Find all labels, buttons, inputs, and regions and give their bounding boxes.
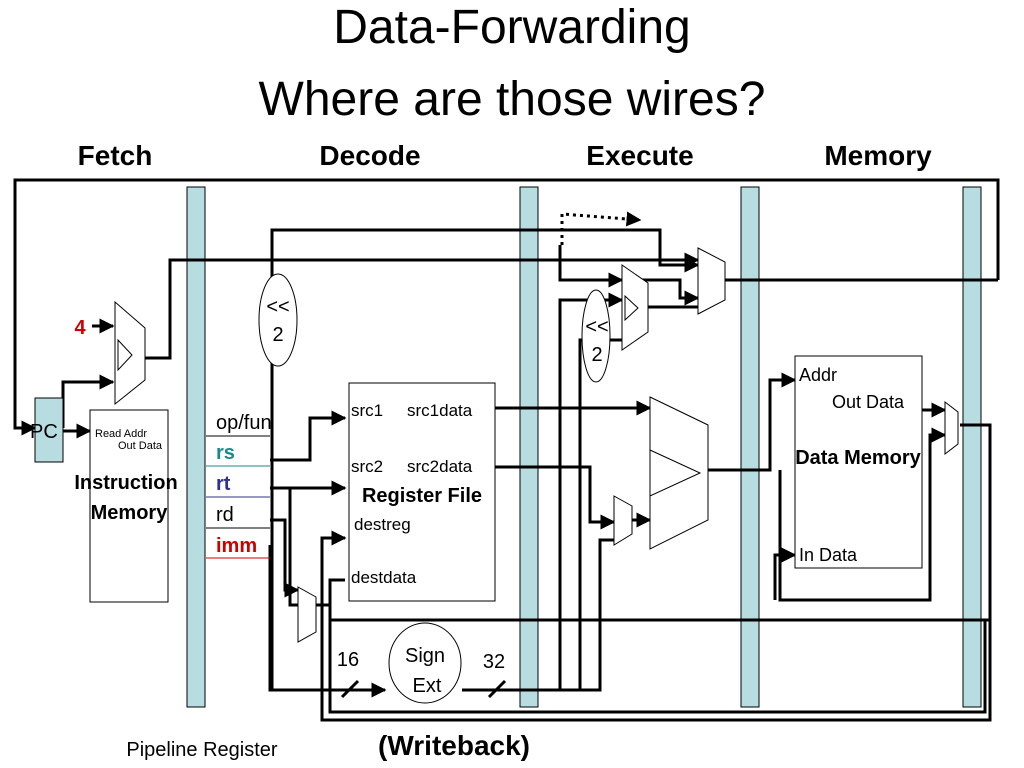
bus-width-16: 16 bbox=[337, 649, 359, 671]
execute-shift-line1: << bbox=[585, 316, 608, 338]
pipeline-register-mem-wb bbox=[962, 186, 982, 708]
decode-shift-line2: 2 bbox=[272, 324, 283, 346]
sign-ext-line1: Sign bbox=[405, 645, 445, 667]
branch-adder bbox=[621, 264, 649, 351]
stage-label-writeback: (Writeback) bbox=[378, 730, 530, 761]
alu bbox=[649, 396, 709, 550]
stage-label-fetch: Fetch bbox=[78, 140, 153, 171]
writeback-mux bbox=[944, 400, 959, 456]
bus-width-32: 32 bbox=[483, 651, 505, 673]
regfile-src2: src2 bbox=[351, 457, 383, 476]
regfile-src1data: src1data bbox=[407, 401, 473, 420]
dest-register-mux bbox=[297, 586, 317, 643]
constant-four: 4 bbox=[74, 317, 86, 339]
field-rt: rt bbox=[216, 473, 231, 495]
instruction-memory bbox=[89, 409, 169, 603]
pipeline-register-ex-mem bbox=[740, 186, 760, 708]
imem-read-addr-label: Read Addr bbox=[95, 428, 147, 440]
stage-label-decode: Decode bbox=[319, 140, 420, 171]
sign-extend-unit bbox=[388, 622, 462, 704]
regfile-src1: src1 bbox=[351, 401, 383, 420]
dmem-out-data-label: Out Data bbox=[832, 392, 905, 412]
alu-src-mux bbox=[613, 495, 633, 546]
imem-name-line1: Instruction bbox=[74, 472, 177, 494]
datapath-wires bbox=[13, 178, 1000, 722]
stage-label-execute: Execute bbox=[586, 140, 693, 171]
decode-shift-line1: << bbox=[266, 296, 289, 318]
slide-title-line1: Data-Forwarding bbox=[333, 1, 691, 54]
dotted-forwarding-wire bbox=[560, 211, 642, 245]
bus-width-tick-16 bbox=[340, 679, 360, 699]
imem-out-data-label: Out Data bbox=[118, 440, 163, 452]
regfile-destreg: destreg bbox=[354, 515, 411, 534]
pipeline-register-caption: Pipeline Register bbox=[126, 739, 278, 761]
imem-name-line2: Memory bbox=[91, 502, 169, 524]
dmem-addr-label: Addr bbox=[799, 365, 837, 385]
dmem-name: Data Memory bbox=[795, 447, 921, 469]
dmem-in-data-label: In Data bbox=[799, 545, 858, 565]
field-op-fun: op/fun bbox=[216, 412, 272, 434]
regfile-name: Register File bbox=[362, 485, 482, 507]
regfile-src2data: src2data bbox=[407, 457, 473, 476]
next-pc-mux bbox=[697, 247, 726, 315]
pc-register bbox=[34, 397, 64, 463]
sign-ext-line2: Ext bbox=[413, 675, 442, 697]
pc-adder-symbol bbox=[117, 338, 133, 372]
regfile-destdata: destdata bbox=[351, 568, 417, 587]
field-rd: rd bbox=[216, 504, 234, 526]
decode-shift-left-2 bbox=[258, 273, 298, 367]
field-imm: imm bbox=[216, 535, 257, 557]
slide-title-line2: Where are those wires? bbox=[258, 73, 766, 126]
alu-symbol bbox=[649, 449, 702, 497]
pc-label: PC bbox=[30, 421, 58, 443]
execute-shift-left-2 bbox=[581, 289, 611, 383]
pipeline-register-id-ex bbox=[519, 186, 539, 708]
field-rs: rs bbox=[216, 442, 235, 464]
branch-adder-symbol bbox=[624, 294, 639, 322]
pipeline-register-if-id bbox=[186, 186, 206, 708]
data-memory bbox=[794, 355, 923, 569]
register-file bbox=[348, 382, 496, 602]
bus-width-tick-32 bbox=[487, 679, 507, 699]
stage-label-memory: Memory bbox=[824, 140, 932, 171]
execute-shift-line2: 2 bbox=[591, 344, 602, 366]
